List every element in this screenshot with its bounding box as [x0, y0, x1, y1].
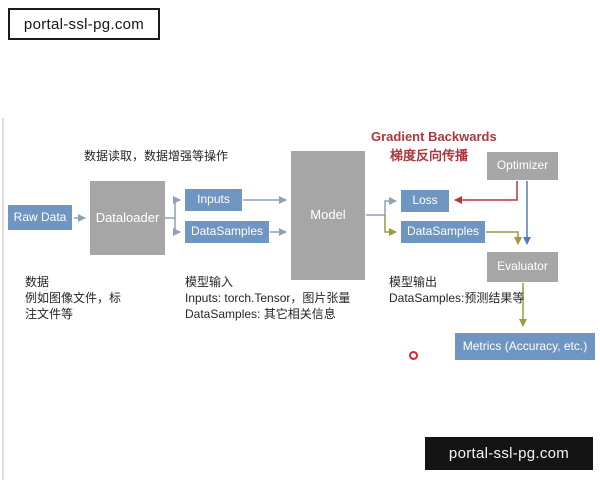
arrow-model-to-loss — [366, 197, 397, 216]
note-model-input: 模型输入 Inputs: torch.Tensor，图片张量 DataSampl… — [185, 274, 350, 322]
laser-pointer-dot-icon — [409, 351, 418, 360]
node-model-label: Model — [310, 207, 346, 223]
node-optimizer-label: Optimizer — [496, 158, 549, 173]
node-inputs-label: Inputs — [197, 192, 230, 207]
node-evaluator-label: Evaluator — [497, 259, 548, 274]
node-loss: Loss — [401, 190, 449, 212]
arrow-gradient-backwards — [454, 181, 518, 204]
node-loss-label: Loss — [412, 193, 438, 208]
note-model-output-line1: 模型输出 — [389, 275, 438, 289]
watermark-top: portal-ssl-pg.com — [8, 8, 160, 40]
note-data-line3: 注文件等 — [25, 307, 74, 321]
note-dataloader: 数据读取，数据增强等操作 — [84, 149, 229, 163]
watermark-top-text: portal-ssl-pg.com — [23, 15, 145, 33]
node-raw-data-label: Raw Data — [13, 209, 67, 224]
note-model-input-line3: DataSamples: 其它相关信息 — [185, 307, 336, 321]
note-model-output: 模型输出 DataSamples:预测结果等 — [389, 274, 524, 306]
node-metrics: Metrics (Accuracy, etc.) — [455, 333, 595, 360]
slide-edge-line — [2, 118, 4, 480]
node-dataloader: Dataloader — [90, 181, 165, 255]
node-dataloader-label: Dataloader — [95, 209, 160, 225]
arrow-model-to-datasamples-out — [384, 215, 397, 236]
node-datasamples-in: DataSamples — [185, 221, 269, 243]
node-raw-data: Raw Data — [8, 205, 72, 230]
node-datasamples-out-label: DataSamples — [406, 224, 480, 239]
note-gradient-backwards-zh: 梯度反向传播 — [390, 148, 469, 163]
watermark-bottom-text: portal-ssl-pg.com — [448, 445, 570, 462]
note-model-input-line2: Inputs: torch.Tensor，图片张量 — [185, 291, 351, 305]
arrow-datasamples-to-evaluator — [486, 231, 522, 245]
note-model-output-line2: DataSamples:预测结果等 — [389, 291, 525, 305]
note-model-input-line1: 模型输入 — [185, 275, 234, 289]
note-gradient-backwards-en: Gradient Backwards — [371, 129, 497, 144]
node-optimizer: Optimizer — [487, 152, 558, 180]
watermark-bottom: portal-ssl-pg.com — [425, 437, 593, 470]
node-evaluator: Evaluator — [487, 252, 558, 282]
note-data-line2: 例如图像文件，标 — [25, 291, 122, 305]
node-model: Model — [291, 151, 365, 280]
note-data-line1: 数据 — [25, 275, 50, 289]
node-datasamples-in-label: DataSamples — [190, 224, 264, 239]
node-datasamples-out: DataSamples — [401, 221, 485, 243]
note-data: 数据 例如图像文件，标 注文件等 — [25, 274, 121, 322]
node-metrics-label: Metrics (Accuracy, etc.) — [462, 338, 588, 353]
arrow-dataloader-to-inputs — [165, 196, 181, 219]
node-inputs: Inputs — [185, 189, 242, 211]
arrow-dataloader-to-datasamples — [173, 218, 181, 236]
